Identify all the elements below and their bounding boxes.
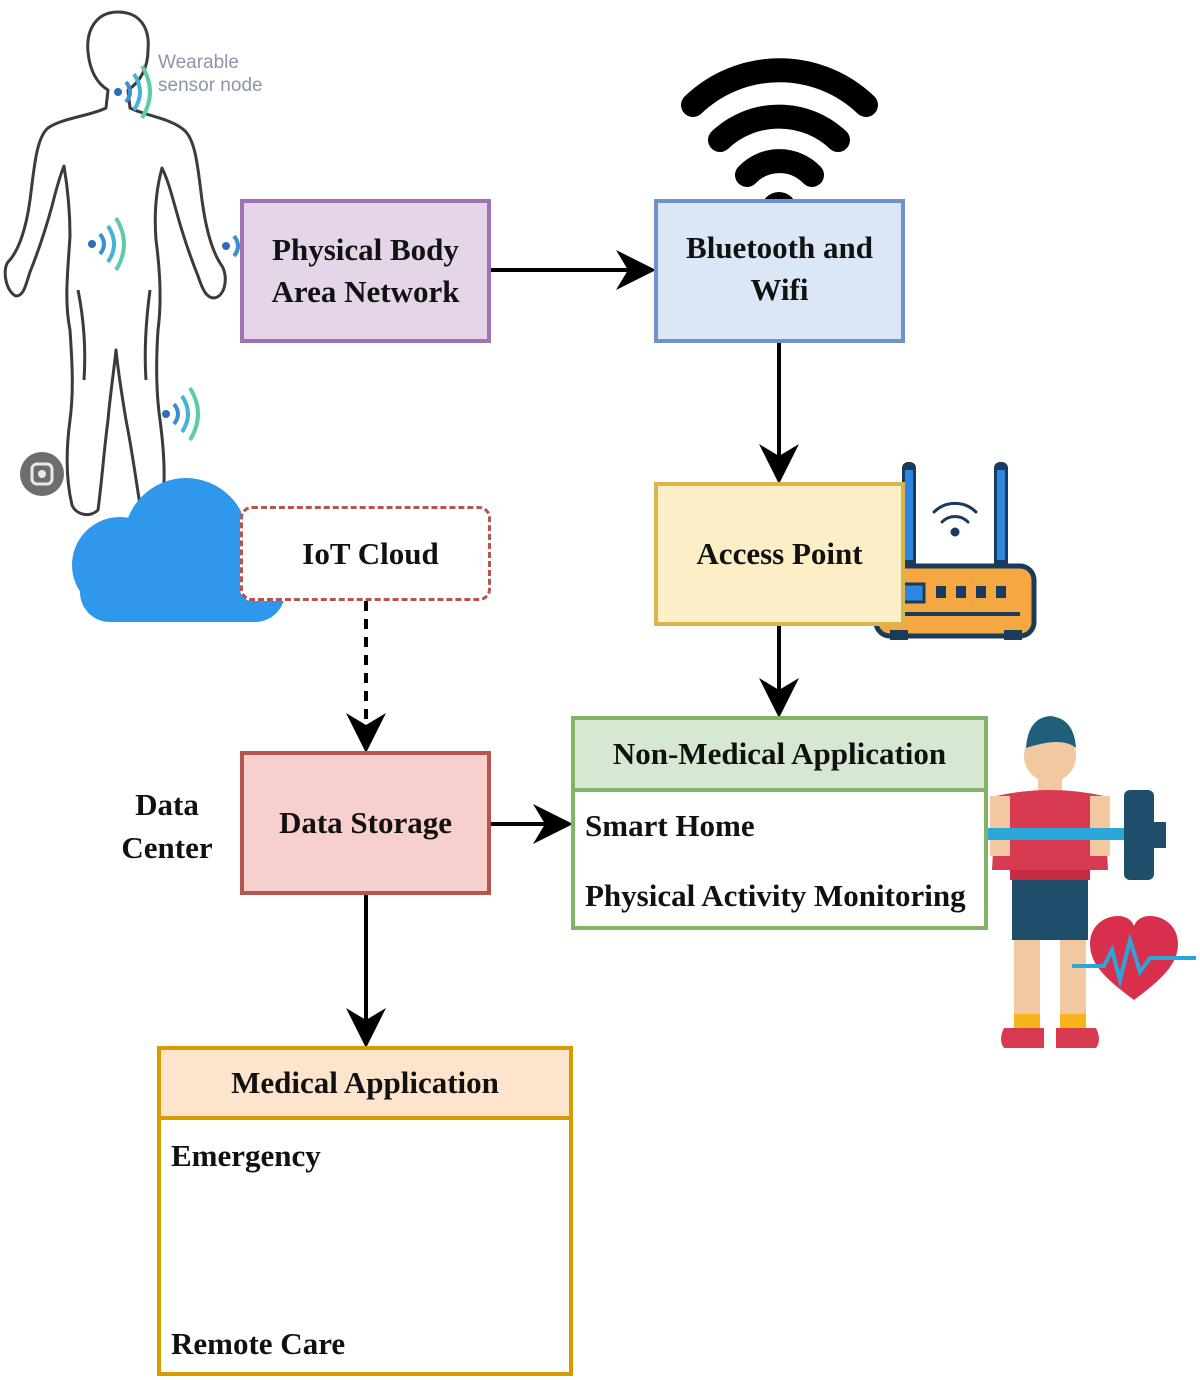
access-point-box: Access Point: [654, 482, 905, 626]
bluetooth-label-line-1: Bluetooth and: [686, 230, 873, 266]
pban-label-line-1: Physical Body: [272, 232, 459, 268]
non-medical-application-box: Non-Medical Application Smart Home Physi…: [571, 716, 988, 930]
data-storage-box: Data Storage: [240, 751, 491, 895]
emergency-item: Emergency: [171, 1138, 321, 1173]
smart-home-item: Smart Home: [585, 808, 755, 843]
medical-application-box: Medical Application Emergency Remote Car…: [157, 1046, 573, 1376]
remote-care-item: Remote Care: [171, 1326, 346, 1361]
connectors: [346, 250, 799, 1048]
pban-label-line-2: Area Network: [271, 274, 460, 309]
access-point-label: Access Point: [696, 536, 863, 572]
wearable-sensor-label: Wearable sensor node: [158, 52, 263, 98]
data-storage-label: Data Storage: [278, 805, 453, 841]
wireless-signal-icon: [88, 64, 240, 442]
router-icon: [873, 462, 1037, 640]
lens-icon: [20, 452, 64, 496]
medical-title: Medical Application: [161, 1050, 569, 1120]
wearable-label-line-2: sensor node: [158, 74, 263, 96]
data-center-line-1: Data: [135, 787, 199, 822]
data-center-label: Data Center: [112, 784, 222, 870]
data-center-line-2: Center: [121, 829, 213, 865]
bluetooth-label-line-2: Wifi: [750, 272, 809, 307]
weightlifter-icon: [936, 716, 1166, 1048]
non-medical-title: Non-Medical Application: [575, 720, 984, 792]
wearable-label-line-1: Wearable: [158, 52, 239, 73]
bluetooth-wifi-box: Bluetooth and Wifi: [654, 199, 905, 343]
physical-body-area-network-box: Physical Body Area Network: [240, 199, 491, 343]
physical-activity-monitoring-item: Physical Activity Monitoring: [585, 878, 966, 913]
heartbeat-icon: [1072, 916, 1196, 1000]
iot-cloud-label: IoT Cloud: [302, 535, 439, 571]
iot-cloud-box: IoT Cloud: [240, 506, 491, 601]
human-body-outline-icon: [3, 10, 227, 517]
